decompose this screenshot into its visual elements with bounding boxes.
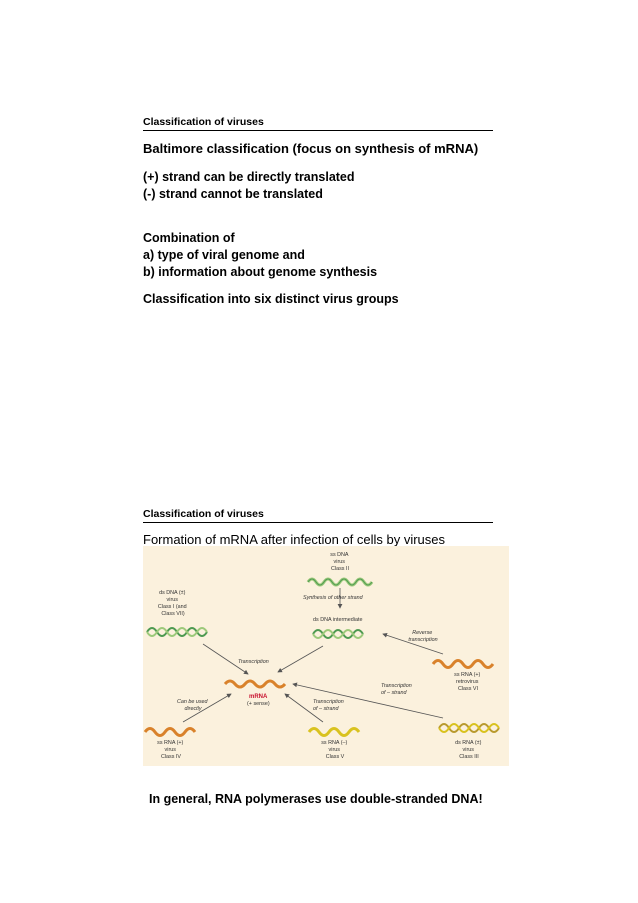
section-heading-1: Classification of viruses xyxy=(143,116,493,131)
combination-item-a: a) type of viral genome and xyxy=(143,247,305,264)
baltimore-title: Baltimore classification (focus on synth… xyxy=(143,140,478,157)
transcription-minus-mid-label: Transcription of – strand xyxy=(313,699,345,712)
combination-intro: Combination of xyxy=(143,230,235,247)
strand-pos-line: (+) strand can be directly translated xyxy=(143,169,355,186)
section-heading-2: Classification of viruses xyxy=(143,508,493,523)
mrna-strand xyxy=(225,681,285,687)
retrovirus-label: ss RNA (+) retrovirus Class VI xyxy=(454,672,482,692)
dsrna-label: ds RNA (±) virus Class III xyxy=(455,740,483,760)
dsdna-intermediate-label: ds DNA intermediate xyxy=(313,617,362,623)
mrna-sense-label: (+ sense) xyxy=(247,701,270,707)
strand-neg-line: (-) strand cannot be translated xyxy=(143,186,323,203)
ssrna-neg-strand xyxy=(309,729,359,736)
dsdna-intermediate-helix xyxy=(313,630,363,638)
ssrna-neg-label: ss RNA (–) virus Class V xyxy=(321,740,349,760)
dsrna-helix xyxy=(439,724,499,732)
retrovirus-rna xyxy=(433,661,493,668)
dsdna-helix xyxy=(147,628,207,636)
dsdna-label: ds DNA (±) virus Class I (and Class VII) xyxy=(158,590,188,617)
ssrna-pos-strand xyxy=(145,729,195,736)
footer-note: In general, RNA polymerases use double-s… xyxy=(149,792,483,806)
mrna-label: mRNA xyxy=(249,694,268,700)
mrna-formation-diagram: ss DNA virus Class II Synthesis of other… xyxy=(143,546,509,766)
combination-item-b: b) information about genome synthesis xyxy=(143,264,377,281)
ssrna-pos-label: ss RNA (+) virus Class IV xyxy=(157,740,185,760)
synthesis-label: Synthesis of other strand xyxy=(303,595,364,601)
ssdna-label: ss DNA virus Class II xyxy=(330,552,349,572)
transcription-label: Transcription xyxy=(238,659,269,665)
transcription-minus-right-label: Transcription of – strand xyxy=(381,683,413,696)
classification-summary: Classification into six distinct virus g… xyxy=(143,291,399,308)
reverse-transcription-label: Reverse transcription xyxy=(408,630,437,643)
